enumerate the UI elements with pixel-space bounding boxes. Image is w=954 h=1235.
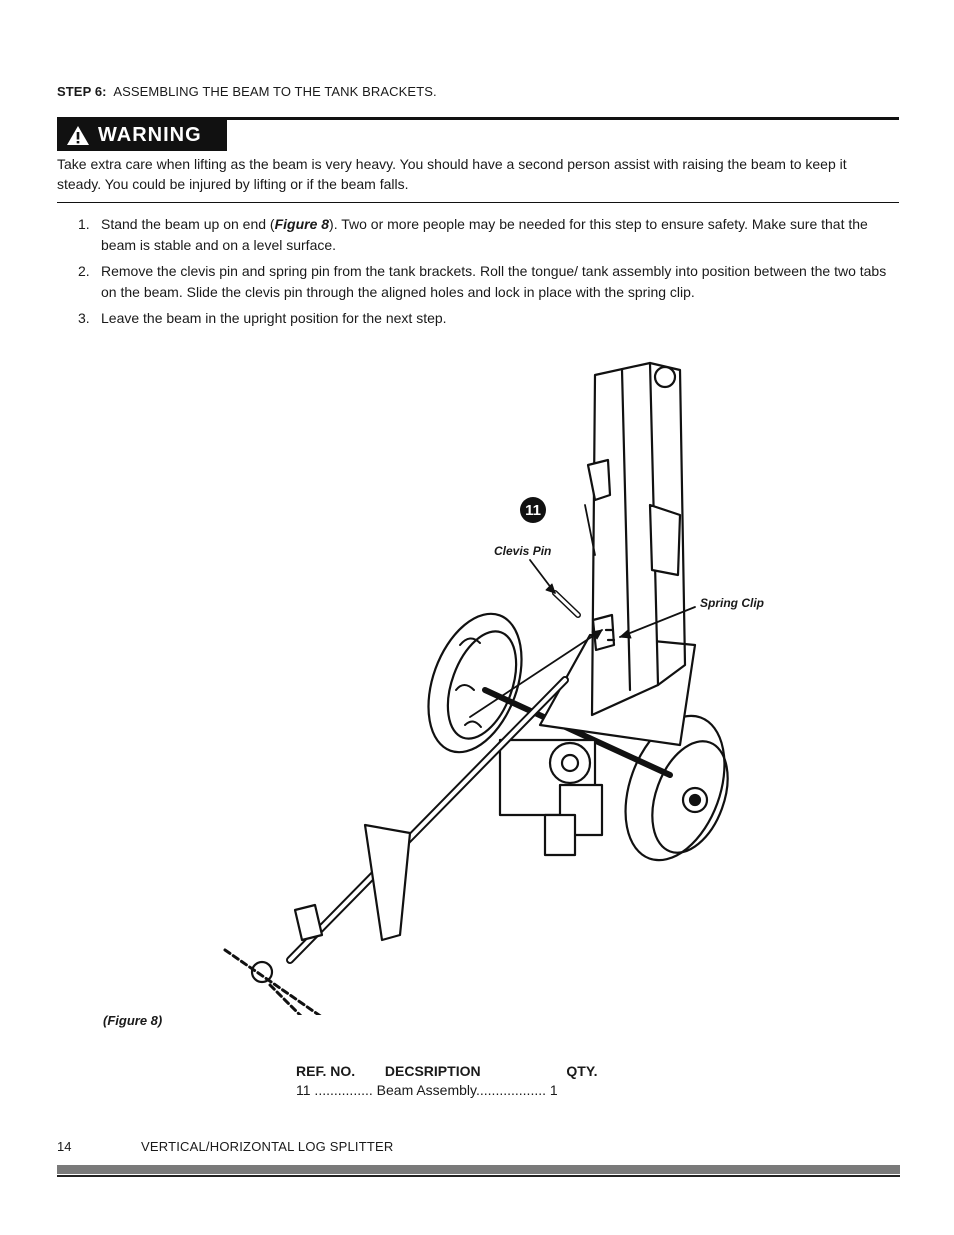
warning-top-rule — [57, 117, 899, 120]
figure-reference: Figure 8 — [274, 216, 330, 232]
clevis-pin-label: Clevis Pin — [494, 544, 552, 558]
callout-number: 11 — [525, 502, 541, 519]
page-number: 14 — [57, 1139, 72, 1154]
footer-bar — [57, 1165, 900, 1174]
desc-header: DECSRIPTION — [384, 1063, 481, 1079]
ref-header: REF. NO. — [296, 1063, 356, 1079]
warning-bottom-rule — [57, 202, 899, 203]
instruction-item: 3. Leave the beam in the upright positio… — [78, 308, 898, 329]
warning-label: WARNING — [98, 123, 202, 146]
parts-header: REF. NO. DECSRIPTION QTY. — [296, 1063, 598, 1079]
step-prefix: STEP 6: — [57, 84, 107, 99]
item-number: 1. — [78, 216, 90, 232]
step-heading: STEP 6: ASSEMBLING THE BEAM TO THE TANK … — [57, 84, 437, 99]
item-text-cont: ). Two or more people may be needed for … — [101, 216, 868, 253]
log-splitter-illustration: 11 — [223, 361, 729, 1015]
parts-row: 11 ............... Beam Assembly........… — [296, 1082, 558, 1098]
item-text: Remove the clevis pin and spring pin fro… — [101, 263, 887, 300]
parts-list: REF. NO. DECSRIPTION QTY. 11 ...........… — [296, 1063, 598, 1098]
qty-header: QTY. — [566, 1063, 598, 1079]
warning-text: Take extra care when lifting as the beam… — [57, 156, 847, 192]
footer-rule — [57, 1175, 900, 1177]
figure-caption: (Figure 8) — [103, 1013, 163, 1028]
instruction-item: 1. Stand the beam up on end (Figure 8). … — [78, 214, 898, 256]
warning-triangle-icon — [67, 125, 89, 145]
step-title: ASSEMBLING THE BEAM TO THE TANK BRACKETS… — [113, 84, 437, 99]
item-text: Stand the beam up on end ( — [101, 216, 275, 232]
instruction-list: 1. Stand the beam up on end (Figure 8). … — [78, 214, 898, 334]
item-number: 3. — [78, 310, 90, 326]
spring-clip-label: Spring Clip — [700, 596, 764, 610]
instruction-item: 2. Remove the clevis pin and spring pin … — [78, 261, 898, 303]
footer-title: VERTICAL/HORIZONTAL LOG SPLITTER — [141, 1139, 394, 1154]
warning-banner: WARNING — [57, 119, 227, 151]
item-number: 2. — [78, 263, 90, 279]
item-text: Leave the beam in the upright position f… — [101, 310, 447, 326]
